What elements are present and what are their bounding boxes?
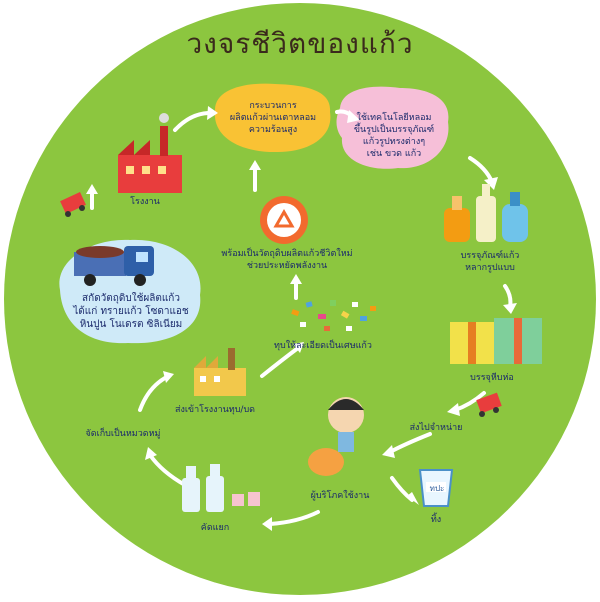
bottles-icon — [444, 184, 528, 242]
factory-icon — [118, 113, 182, 193]
sorting-label: คัดแยก — [200, 523, 230, 533]
furnace-line-1: กระบวนการ — [249, 101, 297, 111]
discard-label: ทิ้ง — [430, 515, 442, 525]
containers-line-1: บรรจุภัณฑ์แก้ว — [460, 251, 520, 261]
technology-blob — [336, 86, 449, 169]
technology-line-3: แก้วรูปทรงต่างๆ — [362, 137, 426, 147]
ready-line-1: พร้อมเป็นวัตถุดิบผลิตแก้วชีวิตใหม่ — [221, 249, 353, 259]
glass-shards-icon — [291, 300, 376, 331]
factory-label: โรงงาน — [130, 197, 160, 207]
arrow-heads — [86, 106, 517, 531]
recycling-factory-icon — [194, 348, 246, 396]
furnace-line-2: ผลิตแก้วผ่านเตาหลอม — [229, 113, 317, 123]
person-icon — [308, 397, 364, 476]
containers-label: บรรจุภัณฑ์แก้ว หลากรูปแบบ — [450, 250, 530, 274]
raw-materials-line-3: หินปูน โนเดรต ซิลิเนียม — [79, 319, 183, 330]
collect-label: จัดเก็บเป็นหมวดหมู่ — [85, 429, 161, 439]
consumer-label: ผู้บริโภคใช้งาน — [310, 491, 370, 501]
send-factory-label: ส่งเข้าโรงงานทุบ/บด — [174, 405, 256, 415]
trash-cup-icon — [418, 469, 454, 507]
raw-materials-text: สกัดวัตถุดิบใช้ผลิตแก้ว ได้แก่ ทรายแก้ว … — [62, 292, 200, 331]
furnace-blob — [214, 83, 331, 153]
recycle-icon — [260, 196, 308, 244]
milk-bottles-icon — [182, 464, 260, 512]
ready-label: พร้อมเป็นวัตถุดิบผลิตแก้วชีวิตใหม่ ช่วยป… — [212, 248, 362, 272]
background-circle — [4, 3, 596, 595]
distribution-label: ส่งไปจำหน่าย — [409, 423, 463, 433]
crushing-label: ทุบให้ละเอียดเป็นเศษแก้ว — [274, 341, 372, 351]
technology-line-4: เช่น ขวด แก้ว — [366, 149, 422, 159]
technology-line-1: ใช้เทคโนโลยีหลอม — [356, 113, 432, 123]
furnace-line-3: ความร้อนสูง — [248, 125, 298, 135]
raw-materials-line-1: สกัดวัตถุดิบใช้ผลิตแก้ว — [82, 293, 180, 304]
gift-box-icon — [450, 318, 542, 364]
ready-line-2: ช่วยประหยัดพลังงาน — [246, 261, 328, 271]
truck-icon — [74, 246, 154, 286]
containers-line-2: หลากรูปแบบ — [465, 263, 515, 273]
technology-text: ใช้เทคโนโลยีหลอม ขึ้นรูปเป็นบรรจุภัณฑ์ แ… — [342, 112, 446, 160]
small-truck-icon — [60, 192, 86, 217]
technology-line-2: ขึ้นรูปเป็นบรรจุภัณฑ์ — [353, 125, 435, 135]
delivery-truck-icon — [476, 392, 502, 417]
cup-label: ทปะ — [429, 484, 445, 493]
diagram-title: วงจรชีวิตของแก้ว — [186, 27, 414, 60]
raw-materials-line-2: ได้แก่ ทรายแก้ว โซดาแอช — [73, 306, 189, 317]
furnace-text: กระบวนการ ผลิตแก้วผ่านเตาหลอม ความร้อนสู… — [218, 100, 328, 136]
packaging-label: บรรจุหีบห่อ — [470, 373, 514, 383]
